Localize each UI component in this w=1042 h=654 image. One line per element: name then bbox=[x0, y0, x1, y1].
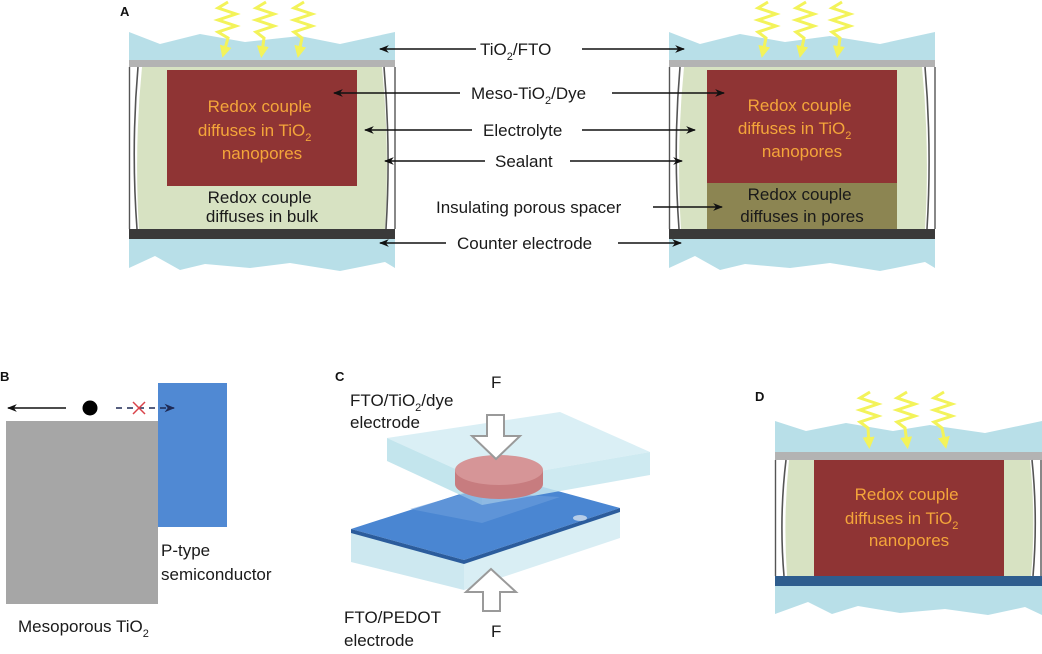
panel-a-right-cell: Redox couple diffuses in TiO2 nanopores … bbox=[668, 0, 936, 271]
force-arrow-down-icon bbox=[469, 414, 523, 461]
light-ray-icon bbox=[929, 390, 957, 449]
counter-electrode-layer bbox=[129, 229, 395, 239]
fill-hole bbox=[573, 515, 587, 521]
sealant-curve-left bbox=[675, 66, 681, 230]
pedot-edge-side bbox=[464, 508, 620, 564]
light-ray-icon bbox=[251, 0, 279, 58]
dye-disk-top bbox=[455, 455, 543, 485]
insulating-spacer-layer bbox=[707, 183, 897, 229]
panel-a-labels: TiO2/FTO Meso-TiO2/Dye Electrolyte Seala… bbox=[333, 40, 725, 253]
meso-tio2-dye-layer bbox=[707, 70, 897, 183]
counter-electrode-layer bbox=[669, 229, 935, 239]
sealant-curve-right bbox=[924, 66, 930, 230]
light-ray-icon bbox=[855, 390, 883, 449]
label-insulating-porous-spacer: Insulating porous spacer bbox=[436, 198, 622, 217]
light-ray-icon bbox=[213, 0, 241, 58]
panel-b: P-type semiconductor Mesoporous TiO2 bbox=[6, 383, 272, 640]
nanopores-text: Redox couple diffuses in TiO2 nanopores bbox=[738, 96, 856, 161]
bottom-glass bbox=[669, 239, 935, 271]
p-type-semiconductor-block bbox=[158, 383, 227, 527]
nanopores-text: Redox couple diffuses in TiO2 nanopores bbox=[198, 97, 316, 163]
pedot-edge-front bbox=[351, 529, 464, 564]
force-label-top: F bbox=[491, 373, 501, 392]
light-ray-icon bbox=[289, 0, 317, 58]
pores-text: Redox couple diffuses in pores bbox=[740, 185, 863, 226]
light-ray-icon bbox=[892, 390, 920, 449]
p-type-label: P-type semiconductor bbox=[161, 541, 272, 584]
label-electrolyte: Electrolyte bbox=[483, 121, 562, 140]
sealant-curve-left bbox=[133, 66, 139, 230]
meso-tio2-dye-layer bbox=[814, 460, 1004, 576]
bottom-plate-glass-side bbox=[464, 510, 620, 590]
pedot-counter-electrode-layer bbox=[775, 576, 1042, 586]
panel-b-letter: B bbox=[0, 369, 9, 384]
fto-layer bbox=[669, 60, 935, 67]
bottom-glass bbox=[129, 239, 395, 271]
panel-a-letter: A bbox=[120, 4, 130, 19]
label-tio2-fto: TiO2/FTO bbox=[480, 40, 551, 63]
label-sealant: Sealant bbox=[495, 152, 553, 171]
bottom-glass bbox=[775, 586, 1042, 615]
label-meso-tio2-dye: Meso-TiO2/Dye bbox=[471, 84, 586, 107]
panel-c-letter: C bbox=[335, 369, 345, 384]
panel-a-left-cell: Redox couple diffuses in TiO2 nanopores … bbox=[128, 0, 396, 271]
bottom-plate-glass-front bbox=[351, 531, 464, 590]
light-ray-icon bbox=[791, 0, 819, 58]
fto-layer bbox=[129, 60, 395, 67]
label-counter-electrode: Counter electrode bbox=[457, 234, 592, 253]
bulk-text: Redox couple diffuses in bulk bbox=[206, 188, 319, 226]
nanopores-text: Redox couple diffuses in TiO2 nanopores bbox=[845, 485, 963, 550]
mesoporous-tio2-block bbox=[6, 421, 158, 604]
bottom-electrode-label: FTO/PEDOT electrode bbox=[344, 608, 445, 650]
panel-d-cell: Redox couple diffuses in TiO2 nanopores bbox=[774, 390, 1042, 615]
panel-d-letter: D bbox=[755, 389, 764, 404]
sealant-curve-left bbox=[781, 459, 787, 577]
sealant-curve-right bbox=[1031, 459, 1037, 577]
fto-layer bbox=[775, 452, 1042, 460]
light-rays bbox=[213, 0, 317, 58]
light-rays bbox=[753, 0, 855, 58]
panel-c: F F FTO/TiO2/dye electrode FTO/PEDOT ele… bbox=[344, 373, 650, 650]
top-plate-top-face bbox=[387, 412, 650, 481]
light-rays bbox=[855, 390, 957, 449]
blocked-x-icon bbox=[132, 401, 146, 415]
top-glass bbox=[775, 421, 1042, 452]
top-plate-shadow-on-pedot bbox=[410, 492, 560, 523]
sealant-curve-right bbox=[383, 66, 389, 230]
meso-tio2-dye-layer bbox=[167, 70, 357, 186]
top-electrode-label: FTO/TiO2/dye electrode bbox=[350, 391, 458, 432]
mesoporous-tio2-label: Mesoporous TiO2 bbox=[18, 617, 149, 640]
force-label-bottom: F bbox=[491, 622, 501, 641]
force-arrow-up-icon bbox=[463, 567, 519, 612]
light-ray-icon bbox=[827, 0, 855, 58]
electron-dot bbox=[82, 400, 98, 416]
light-ray-icon bbox=[753, 0, 781, 58]
